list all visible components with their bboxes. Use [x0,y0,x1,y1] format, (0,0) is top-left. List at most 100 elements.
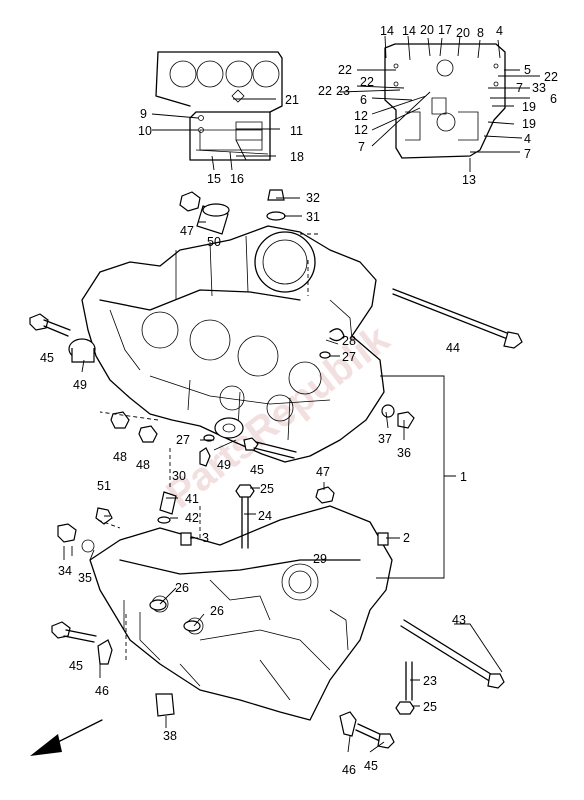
pin-27-upper [319,351,331,359]
dowel-3 [180,532,192,546]
washer-31 [266,211,286,221]
callout-47a: 47 [180,224,194,238]
callout-25a: 25 [260,482,274,496]
callout-43: 43 [452,613,466,627]
callout-42: 42 [185,511,199,525]
inset-lower-case-view [384,43,506,159]
callout-48b: 48 [136,458,150,472]
callout-45c: 45 [69,659,83,673]
callout-46a: 46 [95,684,109,698]
callout-18: 18 [290,150,304,164]
callout-29: 29 [313,552,327,566]
gear-49-left [68,338,96,363]
callout-26b: 26 [210,604,224,618]
clip-28 [329,328,345,342]
callout-4a: 4 [496,24,503,38]
plug-34 [57,523,77,543]
bolt-45-lower-left [51,621,97,643]
callout-33: 33 [532,81,546,95]
callout-5: 5 [524,63,531,77]
cap-48-a [110,411,130,429]
gear-49-right [214,417,244,439]
callout-38: 38 [163,729,177,743]
cap-48-b [138,425,158,443]
callout-19b: 19 [522,117,536,131]
seal-26-a [149,599,167,611]
washer-46-left [97,639,113,665]
callout-13: 13 [462,173,476,187]
callout-7a: 7 [516,81,523,95]
washer-46-right [339,711,357,737]
bolt-43 [400,619,505,689]
callout-24: 24 [258,509,272,523]
callout-16: 16 [230,172,244,186]
inset-upper-case-view [155,51,283,161]
callout-12a: 12 [354,109,368,123]
callout-17: 17 [438,23,452,37]
lower-crankcase [89,505,393,721]
callout-2: 2 [403,531,410,545]
callout-25b: 25 [423,700,437,714]
callout-6b: 6 [550,92,557,106]
callout-49b: 49 [217,458,231,472]
callout-9: 9 [140,107,147,121]
callout-35: 35 [78,571,92,585]
callout-19a: 19 [522,100,536,114]
callout-36: 36 [397,446,411,460]
callout-3: 3 [202,531,209,545]
callout-26a: 26 [175,581,189,595]
callout-7b: 7 [358,140,365,154]
upper-crankcase [81,225,385,463]
ring-42 [157,516,171,524]
cap-47-upper [179,191,201,212]
bolt-45-lower-right [355,723,395,749]
plug-32 [267,189,285,201]
nut-25-lower [395,701,415,715]
callout-37: 37 [378,432,392,446]
callout-10: 10 [138,124,152,138]
stud-23 [405,661,413,701]
callout-46b: 46 [342,763,356,777]
callout-22b: 22 [360,75,374,89]
dowel-2 [377,532,389,546]
callout-6a: 6 [360,93,367,107]
callout-44: 44 [446,341,460,355]
callout-7c: 7 [524,147,531,161]
watermark: PartsRepublik [158,316,398,517]
callout-47b: 47 [316,465,330,479]
callout-20a: 20 [420,23,434,37]
callout-50: 50 [207,235,221,249]
callout-45d: 45 [364,759,378,773]
bolt-45-mid [243,437,297,459]
callout-8: 8 [477,26,484,40]
plug-38 [155,693,175,717]
plug-36 [397,411,415,429]
callout-14b: 14 [402,24,416,38]
nut-25-upper [235,484,255,498]
callout-34: 34 [58,564,72,578]
callout-49a: 49 [73,378,87,392]
washer-37 [381,404,395,418]
callout-30: 30 [172,469,186,483]
stud-bolt-44 [392,288,523,349]
sleeve-50 [196,203,230,235]
callout-22d: 22 [318,84,332,98]
callout-numbers: 9 10 21 11 18 15 16 14 14 20 17 20 8 4 2… [40,23,558,777]
cap-47-lower [315,486,335,504]
callout-48a: 48 [113,450,127,464]
pin-27-lower [203,434,215,442]
callout-1: 1 [460,470,467,484]
callout-15: 15 [207,172,221,186]
leader-lines [63,35,540,753]
callout-51: 51 [97,479,111,493]
callout-45b: 45 [250,463,264,477]
callout-41: 41 [185,492,199,506]
seal-26-b [183,620,201,632]
pin-30 [199,447,211,467]
callout-22c: 22 [544,70,558,84]
bolt-45-upper-left [29,313,71,337]
callout-14a: 14 [380,24,394,38]
callout-20b: 20 [456,26,470,40]
callout-28: 28 [342,334,356,348]
